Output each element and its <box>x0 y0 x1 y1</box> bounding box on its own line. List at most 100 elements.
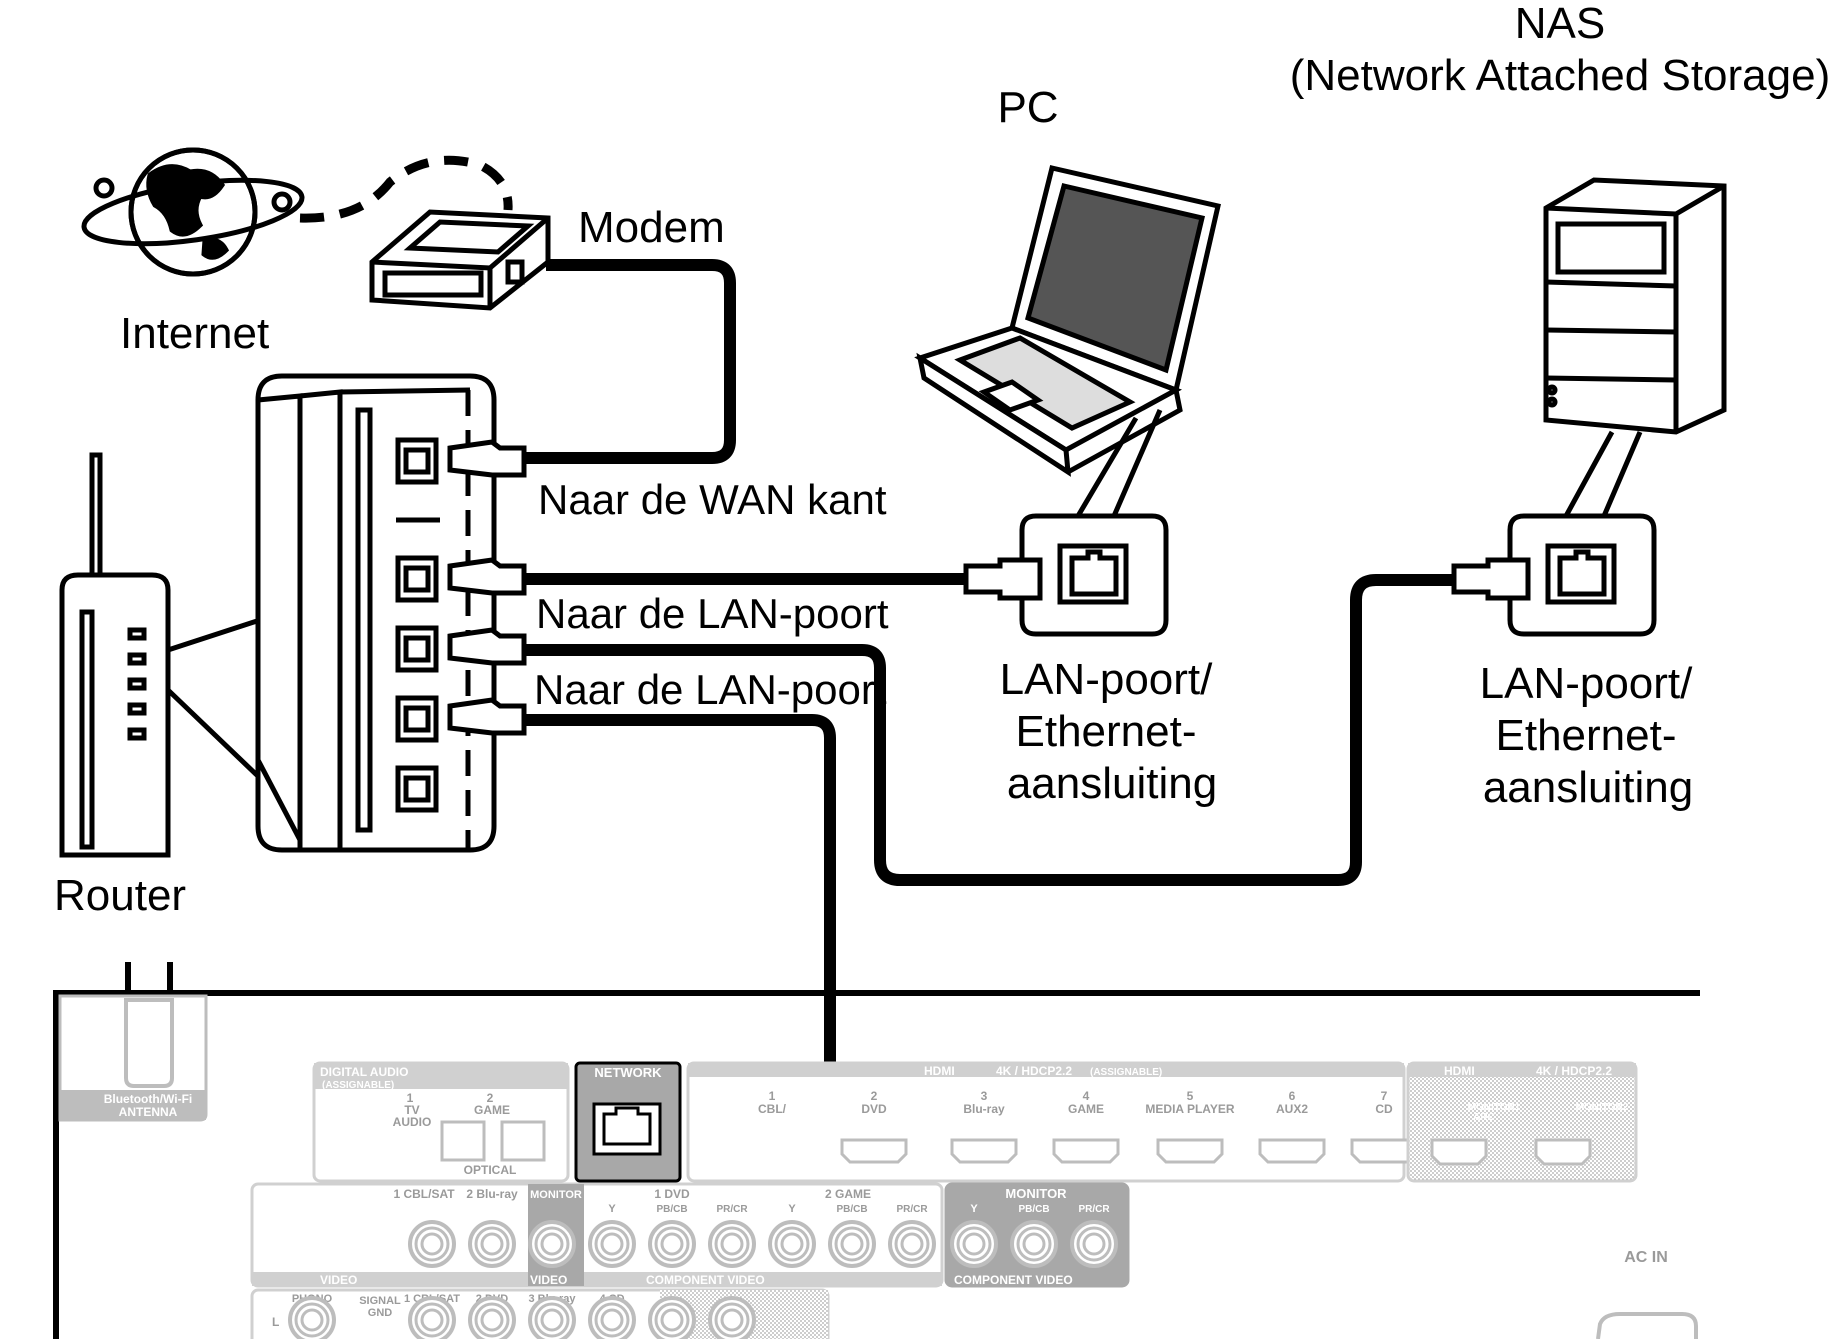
comp-y-3: Y <box>970 1203 978 1215</box>
pc-port-label-2: Ethernet- <box>1016 707 1197 756</box>
hdmi-input-jack <box>1350 1138 1418 1164</box>
hdmi-input-number: 4 <box>1083 1089 1090 1103</box>
rca-jack-ring <box>474 1226 510 1262</box>
video-in-label: VIDEO <box>320 1273 357 1287</box>
rca-jack-ring <box>300 1308 324 1332</box>
rca-jack-ring <box>1022 1232 1046 1256</box>
pc-callout <box>1075 409 1163 518</box>
hdmi-input-number: 3 <box>981 1089 988 1103</box>
hdmi-input-jack <box>1156 1138 1224 1164</box>
router-port-lan3 <box>395 695 439 743</box>
router-plugs <box>447 439 527 736</box>
router-label: Router <box>54 871 186 920</box>
pc-port-label-1: LAN-poort/ <box>1000 655 1214 704</box>
video-out-label: VIDEO <box>530 1273 567 1287</box>
rca-jack-ring <box>834 1226 870 1262</box>
rca-jack-ring <box>414 1226 450 1262</box>
comp-pb-3: PB/CB <box>1018 1204 1049 1215</box>
rca-jack-ring <box>900 1232 924 1256</box>
rca-jack-ring <box>414 1302 450 1338</box>
router-port-lan1 <box>395 555 439 603</box>
nas-plug <box>1451 557 1531 601</box>
network-label: NETWORK <box>594 1065 662 1080</box>
hdmi-input-number: 7 <box>1381 1089 1388 1103</box>
hdmi-input-jack <box>840 1138 908 1164</box>
router-icon <box>59 452 171 858</box>
hdmi-input-jack <box>950 1138 1018 1164</box>
video-in-1-label: 1 CBL/SAT <box>393 1187 455 1201</box>
rca-jack-ring <box>420 1308 444 1332</box>
hdmi-input-jack <box>1052 1138 1120 1164</box>
nas-cable <box>522 574 1454 886</box>
rca-jack-ring <box>474 1302 510 1338</box>
bt-antenna-icon: Bluetooth/Wi-Fi ANTENNA <box>58 994 208 1122</box>
hdmi-input-number: 2 <box>871 1089 878 1103</box>
rca-jack-ring <box>1016 1226 1052 1262</box>
component-dvd-label: 1 DVD <box>654 1187 690 1201</box>
rca-jack-ring <box>540 1232 564 1256</box>
rca-jack-ring <box>534 1226 570 1262</box>
rca-jack-ring <box>600 1232 624 1256</box>
rca-jack-ring <box>774 1226 810 1262</box>
hdmi-in-label: HDMI <box>924 1064 955 1078</box>
hdmi-input-name: CD <box>1375 1102 1393 1116</box>
ac-in-label: AC IN <box>1624 1249 1668 1266</box>
receiver-outline <box>53 962 1700 1339</box>
hdmi-input-name: Blu-ray <box>963 1102 1005 1116</box>
nas-title-line2: (Network Attached Storage) <box>1290 51 1828 100</box>
ac-in-section: AC IN <box>1596 1249 1698 1339</box>
hdmi-out-label: HDMI <box>1444 1064 1475 1078</box>
comp-pb-1: PB/CB <box>656 1204 687 1215</box>
digital-audio-assignable: (ASSIGNABLE) <box>322 1080 394 1091</box>
video-monitor-label: MONITOR <box>530 1189 582 1201</box>
monitor2-label: MONITOR2 <box>1576 1102 1629 1113</box>
rca-jack-ring <box>480 1308 504 1332</box>
hdmi-input-number: 5 <box>1187 1089 1194 1103</box>
rca-jack-ring <box>962 1232 986 1256</box>
nas-port-label-2: Ethernet- <box>1496 711 1677 760</box>
pc-port-label-3: aansluiting <box>1007 759 1217 808</box>
comp-pb-2: PB/CB <box>836 1204 867 1215</box>
wan-cable <box>520 259 736 464</box>
hdmi-in-assignable: (ASSIGNABLE) <box>1090 1067 1162 1078</box>
internet-globe-icon <box>81 147 305 277</box>
rca-jack-ring <box>1082 1232 1106 1256</box>
bt-antenna-label-2: ANTENNA <box>119 1105 178 1119</box>
rca-jack-ring <box>660 1308 684 1332</box>
tv-audio-label-2: AUDIO <box>393 1115 432 1129</box>
signal-gnd-label-1: SIGNAL <box>359 1295 401 1307</box>
tv-audio-label-1: TV <box>404 1103 419 1117</box>
rca-jack-ring <box>420 1232 444 1256</box>
pc-lan-port-icon <box>1019 513 1169 637</box>
nas-port-label-3: aansluiting <box>1483 763 1693 812</box>
router-port-wan <box>395 437 439 485</box>
internet-label: Internet <box>120 309 269 358</box>
lan-port-label-1: Naar de LAN-poort <box>536 590 889 637</box>
rca-jack-ring <box>654 1302 690 1338</box>
router-port-lan4 <box>395 765 439 813</box>
rca-jack-ring <box>594 1226 630 1262</box>
rca-jack-ring <box>840 1232 864 1256</box>
hdmi-input-name: AUX2 <box>1276 1102 1308 1116</box>
router-callout <box>166 617 264 782</box>
component-video-in-label: COMPONENT VIDEO <box>646 1273 765 1287</box>
hdmi-in-spec: 4K / HDCP2.2 <box>996 1064 1072 1078</box>
rca-jack-ring <box>894 1226 930 1262</box>
comp-y-1: Y <box>608 1203 616 1215</box>
nas-callout <box>1563 430 1643 518</box>
nas-device-icon <box>1543 177 1727 435</box>
hdmi-out-spec: 4K / HDCP2.2 <box>1536 1064 1612 1078</box>
tv-audio-num: 1 <box>407 1091 414 1105</box>
rca-jack-ring <box>720 1232 744 1256</box>
rca-jack-ring <box>600 1308 624 1332</box>
hdmi-input-number: 1 <box>769 1089 776 1103</box>
component-game-label: 2 GAME <box>825 1187 871 1201</box>
rca-jack-ring <box>1076 1226 1112 1262</box>
video-in-2-label: 2 Blu-ray <box>466 1187 518 1201</box>
bt-antenna-label-1: Bluetooth/Wi-Fi <box>104 1092 193 1106</box>
rca-jack-ring <box>654 1226 690 1262</box>
rca-jack-ring <box>594 1302 630 1338</box>
comp-pr-1: PR/CR <box>716 1204 748 1215</box>
comp-pr-2: PR/CR <box>896 1204 928 1215</box>
